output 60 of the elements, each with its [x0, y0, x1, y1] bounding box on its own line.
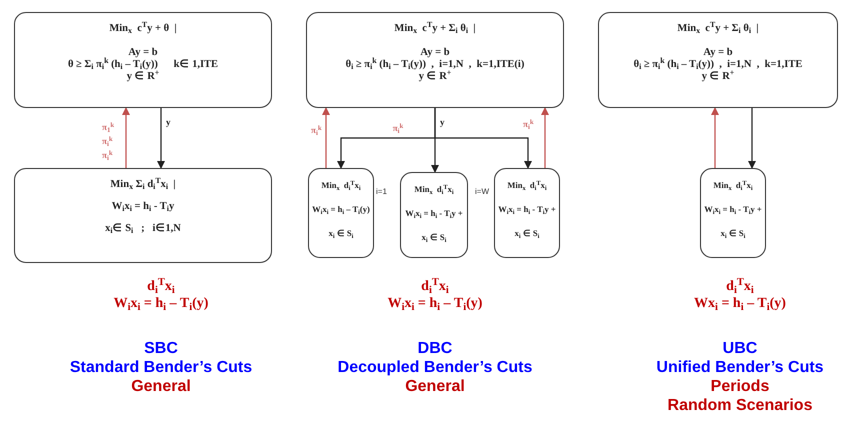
- formula-text: y ∈ R$^{+}$: [702, 71, 734, 83]
- formula-text: Ay = b: [420, 47, 450, 59]
- formula-text: W$_{i}$x$_{i}$ = h$_{i}$ - T$_{i}$y: [112, 201, 174, 213]
- formula-text: W$_{i}$x$_{i}$ = h$_{i}$ - T$_{i}$y +: [704, 203, 762, 215]
- formula-text: W$_{i}$x$_{i}$ = h$_{i}$ – T$_{i}$(y): [388, 295, 482, 312]
- formula-text: Min$_{x}$ c$^{T}$y + θ |: [109, 23, 177, 35]
- formula-text: x$_{i}$∈ S$_{i}$ ; i∈1,N: [105, 223, 181, 235]
- formula-text: Wx$_{i}$ = h$_{i}$ – T$_{i}$(y): [694, 295, 786, 312]
- rounded-box: [598, 12, 838, 108]
- formula-text: θ$_{i}$ ≥ π$_{i}$$^{k}$ (h$_{i}$ – T$_{i}$(y)) , i=1,N , k=1,ITE(i): [346, 59, 524, 71]
- formula-text: Min$_{x}$ d$_{i}$$^{T}$x$_{i}$: [507, 179, 547, 191]
- rounded-box: [494, 168, 560, 258]
- subtitle-text: Periods: [710, 378, 770, 395]
- title-text: Standard Bender’s Cuts: [70, 359, 252, 376]
- index-label: i=1: [376, 186, 387, 198]
- title-text: Unified Bender’s Cuts: [656, 359, 824, 376]
- index-label: i=W: [475, 186, 489, 198]
- formula-text: x$_{i}$ ∈ S$_{i}$: [328, 227, 354, 239]
- formula-text: y ∈ R$^{+}$: [418, 71, 452, 83]
- formula-text: W$_{i}$x$_{i}$ = h$_{i}$ - T$_{i}$y +: [498, 203, 556, 215]
- formula-text: x$_{i}$ ∈ S$_{i}$: [720, 227, 746, 239]
- title-text: DBC: [418, 340, 452, 357]
- arrow: [122, 107, 130, 168]
- formula-text: θ ≥ Σ$_{i}$ π$_{i}$$^{k}$ (h$_{i}$ – T$_{i}$(y)) k∈ 1,ITE: [68, 59, 218, 71]
- subtitle-text: Random Scenarios: [668, 397, 812, 414]
- formula-text: Min$_{x}$ d$_{i}$$^{T}$x$_{i}$: [321, 179, 361, 191]
- title-text: UBC: [722, 340, 758, 357]
- formula-text: Min$_{x}$ d$_{i}$$^{T}$x$_{i}$: [414, 183, 454, 195]
- subtitle-text: General: [405, 378, 465, 395]
- rounded-box: [306, 12, 564, 108]
- arrow: [711, 107, 719, 168]
- rounded-box: [14, 12, 272, 108]
- rounded-box: [308, 168, 374, 258]
- formula-text: Ay = b: [703, 47, 733, 59]
- formula-text: d$_{i}$$^{T}$x$_{i}$: [726, 278, 754, 295]
- title-text: Decoupled Bender’s Cuts: [338, 359, 532, 376]
- formula-text: Ay = b: [128, 47, 158, 59]
- subtitle-text: General: [131, 378, 191, 395]
- arrow: [157, 108, 165, 169]
- formula-text: x$_{i}$ ∈ S$_{i}$: [514, 227, 540, 239]
- formula-text: W$_{i}$x$_{i}$ = h$_{i}$ – T$_{i}$(y): [114, 295, 208, 312]
- formula-text: x$_{i}$ ∈ S$_{i}$: [422, 231, 446, 243]
- formula-text: θ$_{i}$ ≥ π$_{i}$$^{k}$ (h$_{i}$ – T$_{i}$(y)) , i=1,N , k=1,ITE: [634, 59, 802, 71]
- formula-text: W$_{i}$x$_{i}$ = h$_{i}$ – T$_{i}$(y): [312, 203, 370, 215]
- arrow: [748, 108, 756, 169]
- rounded-box: [14, 168, 272, 263]
- formula-text: Min$_{x}$ c$^{T}$y + Σ$_{i}$ θ$_{i}$ |: [677, 23, 759, 35]
- arrow: [541, 107, 549, 168]
- formula-text: Min$_{x}$ Σ$_{i}$ d$_{i}$$^{T}$x$_{i}$ |: [110, 179, 176, 191]
- arrow: [322, 107, 330, 168]
- title-text: SBC: [144, 340, 178, 357]
- formula-text: y ∈ R$^{+}$: [126, 71, 160, 83]
- formula-text: d$_{i}$$^{T}$x$_{i}$: [147, 278, 175, 295]
- formula-text: Min$_{x}$ d$_{i}$$^{T}$x$_{i}$: [713, 179, 753, 191]
- formula-text: Min$_{x}$ c$^{T}$y + Σ$_{i}$ θ$_{i}$ |: [394, 23, 476, 35]
- formula-text: W$_{i}$x$_{i}$ = h$_{i}$ - T$_{i}$y +: [405, 207, 463, 219]
- rounded-box: [700, 168, 766, 258]
- arrow: [434, 108, 532, 169]
- rounded-box: [400, 172, 468, 258]
- formula-text: d$_{i}$$^{T}$x$_{i}$: [421, 278, 449, 295]
